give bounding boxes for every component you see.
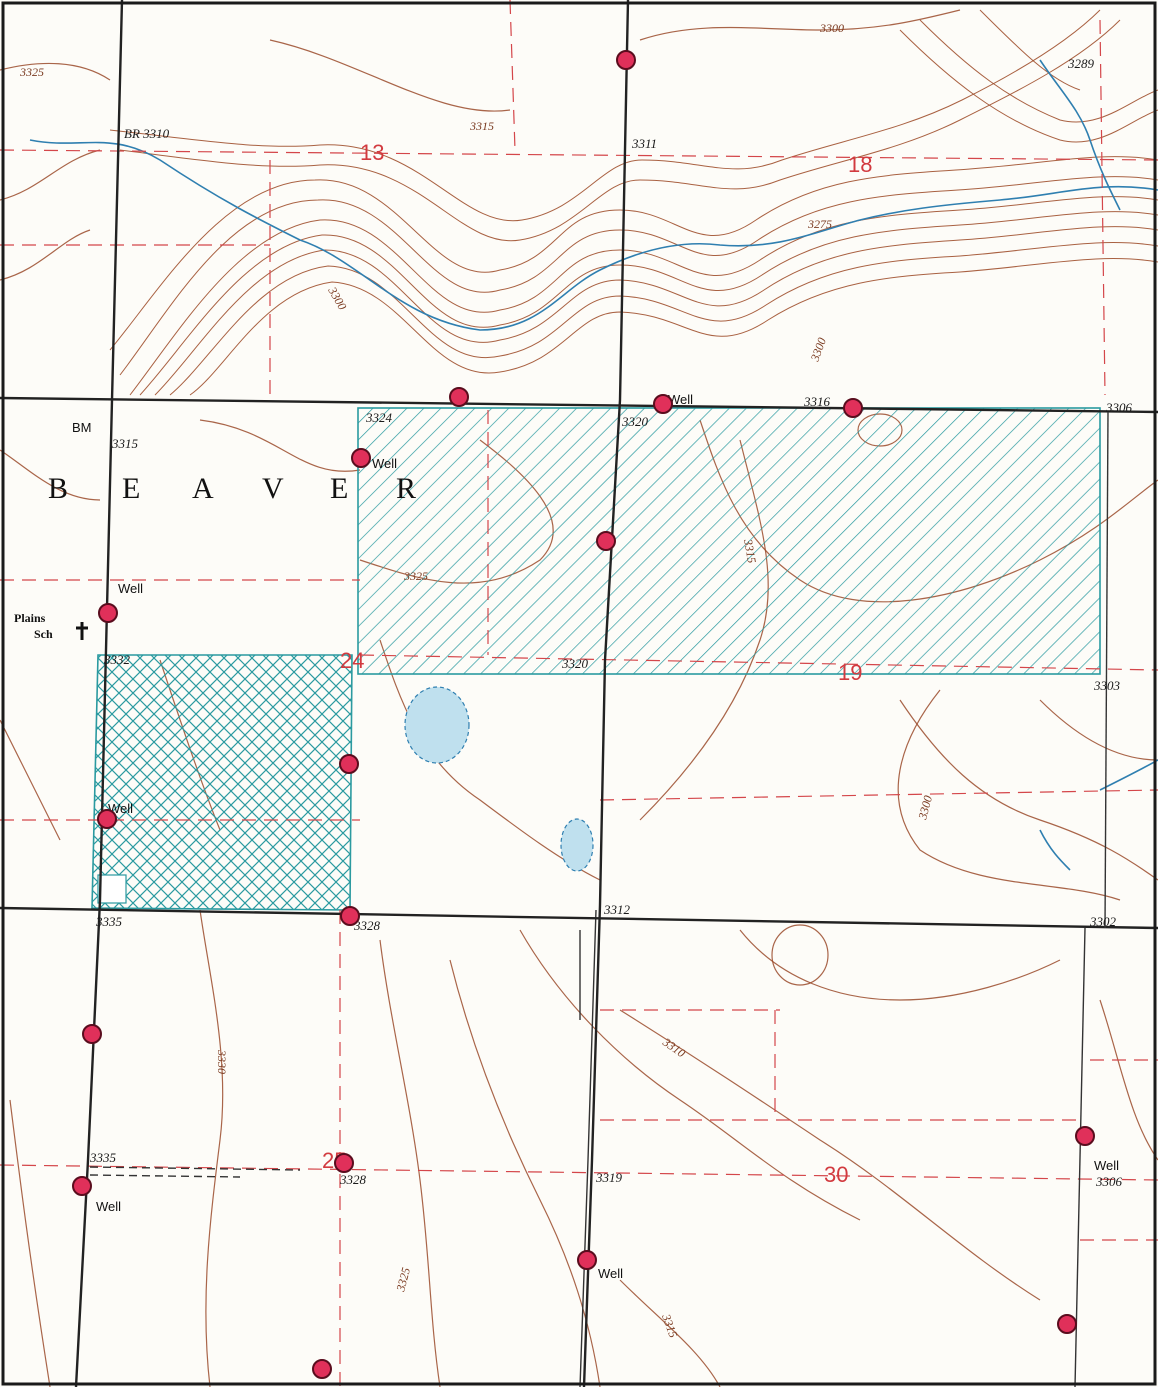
marker-4[interactable] (843, 398, 863, 418)
marker-3[interactable] (653, 394, 673, 414)
elev-label-3: 3324 (365, 410, 393, 425)
elev-label-4: 3320 (621, 414, 649, 429)
marker-11[interactable] (82, 1024, 102, 1044)
marker-13[interactable] (72, 1176, 92, 1196)
marker-17[interactable] (312, 1359, 332, 1379)
bench-mark-elevation: 3315 (111, 436, 139, 451)
region-letter-5: E (330, 472, 350, 505)
region-letter-2: E (122, 472, 142, 505)
marker-14[interactable] (1075, 1126, 1095, 1146)
elev-label-5: 3316 (803, 394, 831, 409)
region-letter-1: B (48, 472, 70, 505)
well-label-5: Well (96, 1199, 121, 1214)
section-number-3: 24 (340, 648, 364, 673)
contour-label-1: 3325 (19, 65, 44, 79)
elevation-labels: 3289 3311 3324 3320 3316 3306 3332 3320 … (89, 56, 1133, 1189)
contour-label-3: 3315 (469, 119, 494, 133)
hatched-area-diagonal (357, 407, 1101, 675)
elev-label-10: 3335 (95, 914, 123, 929)
marker-16[interactable] (1057, 1314, 1077, 1334)
marker-10[interactable] (340, 906, 360, 926)
marker-9[interactable] (97, 809, 117, 829)
section-number-6: 30 (824, 1162, 848, 1187)
elev-label-11: 3328 (353, 918, 381, 933)
school-label-line2: Sch (34, 627, 53, 641)
elev-label-8: 3320 (561, 656, 589, 671)
water-features (29, 59, 1158, 872)
elev-label-7: 3332 (103, 652, 131, 667)
well-label-1: Well (372, 456, 397, 471)
well-label-7: Well (1094, 1158, 1119, 1173)
marker-5[interactable] (351, 448, 371, 468)
road-north (0, 396, 1158, 414)
elev-label-14: 3335 (89, 1150, 117, 1165)
contour-label-12: 3325 (393, 1266, 413, 1294)
section-number-1: 13 (360, 140, 384, 165)
marker-12[interactable] (334, 1153, 354, 1173)
school-label-line1: Plains (14, 611, 46, 625)
spot-label: BR 3310 (124, 126, 170, 141)
contour-label-9: 3300 (915, 794, 935, 822)
section-numbers: 13 18 24 19 25 30 (322, 140, 872, 1187)
marker-2[interactable] (449, 387, 469, 407)
contour-label-10: 3330 (215, 1049, 229, 1074)
well-labels: Well Well Well Well Well Well Well (96, 392, 1119, 1281)
marker-6[interactable] (596, 531, 616, 551)
well-label-3: Well (118, 581, 143, 596)
creek (29, 139, 1158, 331)
elev-label-17: 3306 (1095, 1174, 1123, 1189)
elev-label-15: 3328 (339, 1172, 367, 1187)
elev-label-6: 3306 (1105, 400, 1133, 415)
region-letter-6: R (396, 472, 418, 505)
pond-2 (560, 818, 594, 872)
marker-1[interactable] (616, 50, 636, 70)
elev-label-1: 3289 (1067, 56, 1095, 71)
hatched-area-crosshatch (91, 654, 353, 911)
elev-label-13: 3302 (1089, 914, 1117, 929)
markers (72, 50, 1095, 1379)
section-number-2: 18 (848, 152, 872, 177)
road-south (0, 906, 1158, 930)
marker-7[interactable] (98, 603, 118, 623)
elev-label-12: 3312 (603, 902, 631, 917)
contour-label-8: 3325 (403, 569, 428, 583)
region-letter-4: V (262, 472, 286, 505)
well-label-6: Well (598, 1266, 623, 1281)
map-text: BR 3310 BM 3315 B E A V E R Plains Sch (14, 126, 418, 641)
elev-label-9: 3303 (1093, 678, 1121, 693)
region-letter-3: A (192, 472, 216, 505)
pond-1 (404, 686, 470, 764)
contour-label-2: 3300 (819, 21, 844, 35)
marker-15[interactable] (577, 1250, 597, 1270)
road-west (74, 0, 124, 1387)
well-label-2: Well (668, 392, 693, 407)
section-number-4: 19 (838, 660, 862, 685)
school-icon (76, 622, 88, 640)
elev-label-16: 3319 (595, 1170, 623, 1185)
contour-label-7: 3315 (741, 537, 759, 564)
hatched-areas (91, 407, 1101, 911)
marker-8[interactable] (339, 754, 359, 774)
road-center (582, 0, 630, 1387)
elev-label-2: 3311 (631, 136, 657, 151)
contour-label-4: 3275 (807, 217, 832, 231)
bench-mark-label: BM (72, 420, 92, 435)
